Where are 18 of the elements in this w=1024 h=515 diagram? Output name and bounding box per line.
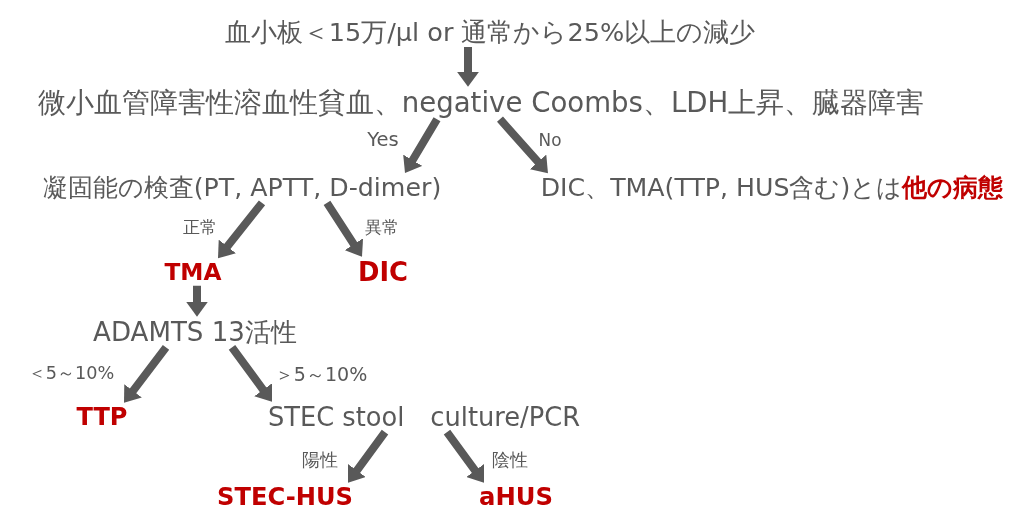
arrow [323, 200, 366, 259]
edge-label: 陽性 [301, 450, 339, 470]
diagnosis-text: TTP [76, 403, 128, 431]
step-text: STEC stool culture/PCR [267, 402, 581, 432]
arrow [497, 116, 551, 176]
edge-label: 異常 [364, 217, 400, 237]
edge-label: 陰性 [491, 450, 529, 470]
step-text: 微小血管障害性溶血性貧血、negative Coombs、LDH上昇、臓器障害 [37, 87, 925, 119]
step-text: ADAMTS 13活性 [93, 317, 297, 347]
diagnosis-text: DIC [358, 257, 408, 287]
edge-label: 正常 [182, 217, 218, 237]
outcome-text: DIC、TMA(TTP, HUS含む)とは他の病態 [540, 174, 1004, 202]
step-text: 血小板＜15万/μl or 通常から25%以上の減少 [224, 17, 756, 47]
diagnosis-text: STEC-HUS [217, 483, 353, 511]
diagnosis-text: aHUS [479, 483, 553, 511]
diagnosis-text: TMA [164, 259, 222, 285]
step-text: 凝固能の検査(PT, APTT, D-dimer) [42, 174, 442, 202]
arrow [401, 117, 441, 176]
